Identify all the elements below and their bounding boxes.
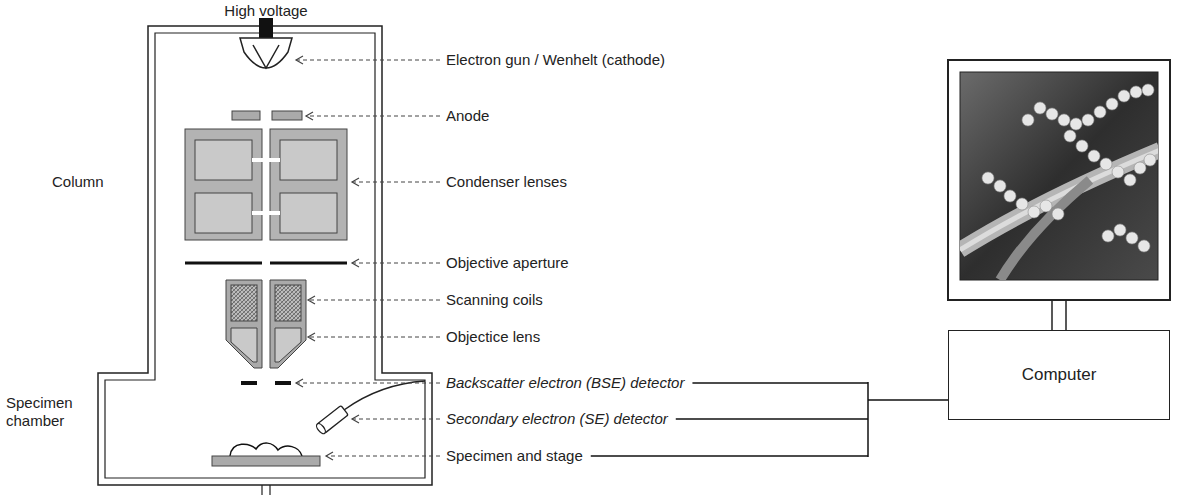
part-label: Electron gun / Wenhelt (cathode) <box>446 51 665 69</box>
condenser-coil <box>195 140 252 180</box>
scanning-coil <box>275 285 301 321</box>
part-label: Objective aperture <box>446 254 569 272</box>
sem-particles <box>1114 224 1126 236</box>
computer-box: Computer <box>948 330 1170 420</box>
specimen <box>230 443 302 456</box>
part-label: Scanning coils <box>446 291 543 309</box>
leader-arrow <box>296 60 440 456</box>
signal-wire <box>676 418 868 420</box>
section-label: Column <box>52 173 104 191</box>
sem-particles <box>1100 158 1112 170</box>
sem-particles <box>1138 240 1150 252</box>
sem-particles <box>1102 230 1114 242</box>
sem-particles <box>1058 114 1070 126</box>
sem-particles <box>994 180 1006 192</box>
column-housing <box>98 26 432 485</box>
sem-particles <box>1076 140 1088 152</box>
sem-particles <box>1118 90 1130 102</box>
lens-gap <box>252 158 280 162</box>
bse-detector <box>275 381 291 385</box>
sem-particles <box>1034 102 1046 114</box>
sem-particles <box>982 172 994 184</box>
objective-aperture <box>270 262 347 265</box>
detector-label: Secondary electron (SE) detector <box>446 410 668 428</box>
leader-arrow <box>306 116 440 117</box>
sem-particles <box>1082 114 1094 126</box>
leader-arrow <box>352 419 440 420</box>
part-label: High voltage <box>224 2 307 20</box>
condenser-lens <box>185 129 262 240</box>
lens-gap <box>252 211 280 215</box>
condenser-coil <box>280 193 337 233</box>
section-label: Specimen chamber <box>6 394 90 430</box>
electron-gun <box>240 38 292 68</box>
monitor-stand <box>1065 300 1067 330</box>
sem-particles <box>1052 208 1064 220</box>
part-label: Objectice lens <box>446 328 540 346</box>
anode-plate <box>272 111 302 120</box>
signal-wire <box>868 399 948 401</box>
sem-particles <box>1112 166 1124 178</box>
high-voltage-lead <box>259 18 273 38</box>
monitor <box>948 60 1170 300</box>
leader-arrow <box>296 383 440 384</box>
objective-coil <box>275 328 301 362</box>
objective-aperture <box>185 262 262 265</box>
leader-arrow <box>308 337 440 338</box>
sem-particles <box>1142 84 1154 96</box>
objective-lens <box>226 280 262 368</box>
detector-label: Backscatter electron (BSE) detector <box>446 374 684 392</box>
sem-fiber <box>960 150 1158 250</box>
bse-detector <box>241 381 257 385</box>
sem-image <box>960 84 1158 280</box>
sem-particles <box>1124 174 1136 186</box>
part-label: Specimen and stage <box>446 447 583 465</box>
sem-fiber <box>960 150 1158 250</box>
node-text: Computer <box>1022 365 1097 385</box>
sem-particles <box>1064 130 1076 142</box>
part-label: Condenser lenses <box>446 173 567 191</box>
sem-particles <box>1130 86 1142 98</box>
leader-arrow <box>352 182 440 183</box>
signal-wire <box>591 455 868 457</box>
sem-particles <box>1144 154 1156 166</box>
sem-particles <box>1004 190 1016 202</box>
se-detector <box>315 422 327 435</box>
sem-fiber <box>1000 180 1090 280</box>
signal-wire <box>692 382 868 384</box>
sem-particles <box>1022 114 1034 126</box>
sem-particles <box>1028 206 1040 218</box>
condenser-coil <box>280 140 337 180</box>
sem-particles <box>1016 198 1028 210</box>
column-housing-inner <box>105 33 425 478</box>
condenser-coil <box>195 193 252 233</box>
cathode-filament <box>253 45 279 68</box>
se-detector <box>315 405 348 435</box>
sem-particles <box>1070 118 1082 130</box>
objective-coil <box>231 328 257 362</box>
condenser-lens <box>270 129 347 240</box>
sem-particles <box>1040 200 1052 212</box>
se-cable <box>344 381 425 410</box>
sem-particles <box>982 84 1156 252</box>
sem-particles <box>1126 232 1138 244</box>
chamber-stub <box>262 485 270 495</box>
scanning-coil <box>231 285 257 321</box>
objective-lens <box>270 280 306 368</box>
sem-particles <box>1094 106 1106 118</box>
leader-arrow <box>352 263 440 264</box>
part-label: Anode <box>446 107 489 125</box>
sem-particles <box>1106 98 1118 110</box>
specimen-stage <box>212 456 320 466</box>
leader-arrow <box>308 300 440 301</box>
anode-plate <box>232 111 260 120</box>
monitor-stand <box>1051 300 1053 330</box>
signal-wire <box>867 382 869 457</box>
monitor-screen <box>960 72 1158 280</box>
sem-particles <box>1134 162 1146 174</box>
leader-arrow <box>296 60 440 61</box>
sem-particles <box>1046 108 1058 120</box>
sem-particles <box>1088 150 1100 162</box>
leader-arrow <box>326 456 440 457</box>
